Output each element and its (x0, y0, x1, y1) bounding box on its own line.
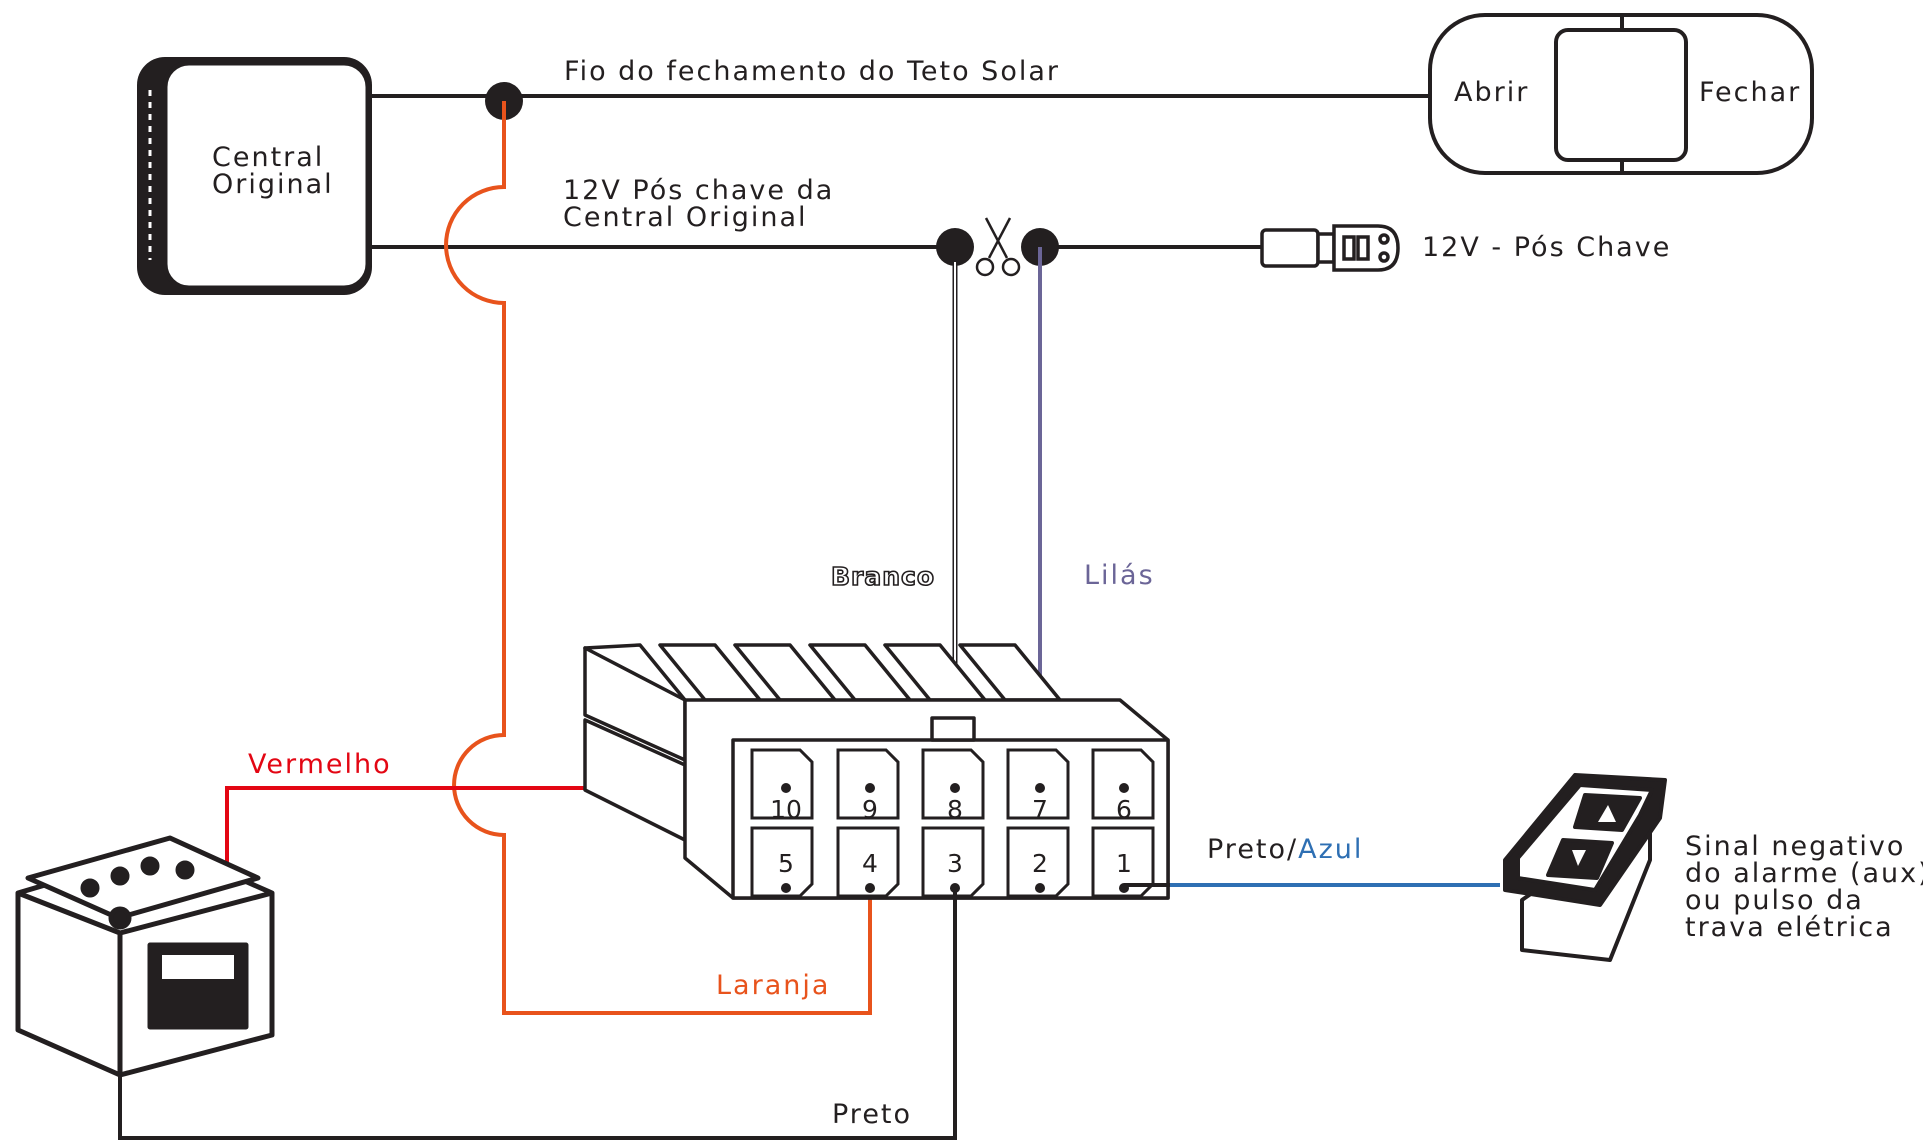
orange-wire-label: Laranja (716, 970, 830, 1001)
post-key-central-line1: 12V Pós chave da (563, 175, 834, 206)
pin-4-cell (836, 826, 900, 898)
red-wire-label: Vermelho (248, 749, 392, 780)
plug-icon (1260, 224, 1400, 272)
pin-1-cell (1091, 826, 1155, 898)
white-wire-label: Branco (831, 562, 935, 591)
pin-3-cell (921, 826, 985, 898)
alarm-label-line1: Sinal negativo (1685, 831, 1905, 862)
central-label-line2: Original (212, 169, 334, 200)
scissors-icon (975, 217, 1021, 277)
sunroof-switch: Abrir Fechar (1428, 13, 1814, 175)
switch-open-label: Abrir (1454, 77, 1529, 108)
pin-label-1: 1 (1116, 849, 1132, 878)
orange-wire (444, 101, 872, 1015)
pin-label-5: 5 (778, 849, 794, 878)
pin-label-7: 7 (1032, 795, 1048, 824)
pin-label-9: 9 (862, 795, 878, 824)
black-wire-label: Preto (832, 1099, 912, 1130)
pin-label-8: 8 (947, 795, 963, 824)
switch-close-label: Fechar (1699, 77, 1801, 108)
pin-5-cell (750, 826, 814, 898)
sunroof-wire-label: Fio do fechamento do Teto Solar (564, 56, 1060, 87)
pin-label-3: 3 (947, 849, 963, 878)
pin-contacts (781, 783, 1129, 893)
pin-label-4: 4 (862, 849, 878, 878)
pin-label-10: 10 (770, 795, 802, 824)
pin-2-cell (1006, 826, 1070, 898)
pin-label-2: 2 (1032, 849, 1048, 878)
alarm-label-line3: ou pulso da (1685, 885, 1864, 916)
post-key-central-line2: Central Original (563, 202, 808, 233)
black-wire (118, 888, 957, 1140)
window-switch-icon (1503, 773, 1667, 962)
pin-label-6: 6 (1116, 795, 1132, 824)
battery-icon (15, 835, 275, 1078)
alarm-label-line2: do alarme (aux) (1685, 858, 1923, 889)
black-blue-wire-label: Preto/Azul (1207, 834, 1363, 865)
pin-10-cell (750, 748, 814, 820)
post-key-label: 12V - Pós Chave (1422, 232, 1671, 263)
central-original-module: Central Original (137, 57, 372, 295)
alarm-label-line4: trava elétrica (1685, 912, 1894, 943)
lilac-wire-label: Lilás (1084, 560, 1155, 591)
central-label-line1: Central (212, 142, 324, 173)
